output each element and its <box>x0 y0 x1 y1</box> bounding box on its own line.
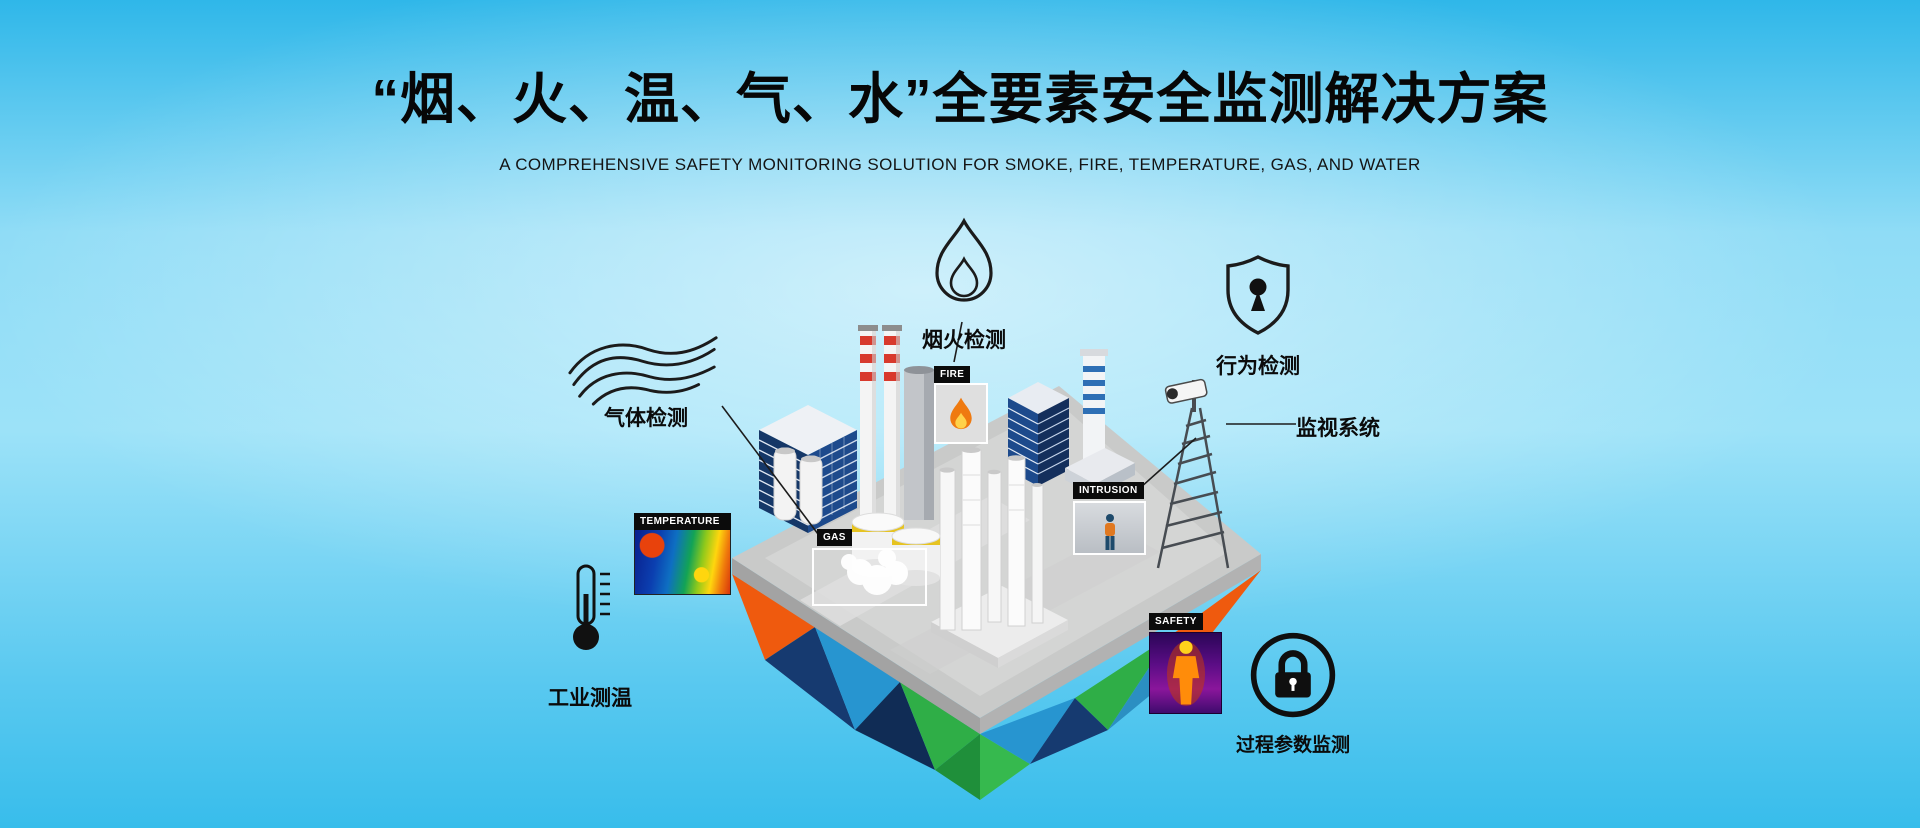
behavior-detection-label: 行为检测 <box>1216 355 1300 378</box>
intrusion-tag: INTRUSION <box>1073 482 1144 499</box>
temperature-thumbnail: TEMPERATURE <box>634 513 731 595</box>
thermometer-icon <box>573 564 610 650</box>
gas-thumbnail: GAS <box>812 527 927 606</box>
process-monitoring-label: 过程参数监测 <box>1235 735 1350 756</box>
surveillance-system-label: 监视系统 <box>1296 417 1380 440</box>
smoke-puffs <box>841 549 908 595</box>
cctv-camera <box>1164 378 1208 412</box>
small-flame-icon <box>950 397 972 429</box>
smoke-fire-detection-label: 烟火检测 <box>922 329 1006 352</box>
fire-thumbnail: FIRE <box>934 364 988 444</box>
warehouse-building <box>1007 382 1070 486</box>
worker-figure <box>1104 514 1115 550</box>
lattice-tower <box>1156 407 1230 569</box>
intrusion-frame <box>1073 501 1146 555</box>
temperature-thermal-image <box>634 530 731 595</box>
safety-tag: SAFETY <box>1149 613 1203 630</box>
gas-waves-icon <box>568 336 718 406</box>
gas-tag: GAS <box>817 529 852 546</box>
behavior-detection-callout: 行为检测 <box>1216 254 1300 378</box>
striped-tower <box>1065 349 1135 496</box>
page-title: “烟、火、温、气、水”全要素安全监测解决方案 <box>371 68 1549 130</box>
thermal-person-figure <box>1166 640 1205 706</box>
cooling-towers <box>773 447 823 525</box>
chimneys <box>858 325 902 520</box>
distillation-columns <box>931 447 1068 668</box>
industrial-island-illustration <box>721 321 1296 800</box>
cooling-stack <box>904 366 934 520</box>
intrusion-thumbnail: INTRUSION <box>1073 480 1146 555</box>
lock-circle-icon <box>1250 632 1336 718</box>
industrial-thermometry-callout: 工业测温 <box>548 560 632 710</box>
fire-tag: FIRE <box>934 366 971 383</box>
industrial-thermometry-label: 工业测温 <box>548 687 632 710</box>
gas-frame <box>812 548 927 606</box>
gas-detection-callout: 气体检测 <box>566 326 722 430</box>
temperature-tag: TEMPERATURE <box>634 513 731 530</box>
flame-icon <box>935 217 993 302</box>
gas-detection-label: 气体检测 <box>604 407 688 430</box>
safety-thermal-image <box>1149 632 1222 714</box>
surveillance-system-callout: 监视系统 <box>1296 412 1380 442</box>
process-monitoring-callout: 过程参数监测 <box>1236 630 1350 756</box>
smoke-fire-detection-callout: 烟火检测 <box>922 216 1006 352</box>
shield-keyhole-icon <box>1226 255 1290 335</box>
safety-thumbnail: SAFETY <box>1149 611 1222 714</box>
page-subtitle: A COMPREHENSIVE SAFETY MONITORING SOLUTI… <box>499 155 1421 174</box>
callout-lines <box>721 321 1296 535</box>
fire-image <box>934 383 988 444</box>
